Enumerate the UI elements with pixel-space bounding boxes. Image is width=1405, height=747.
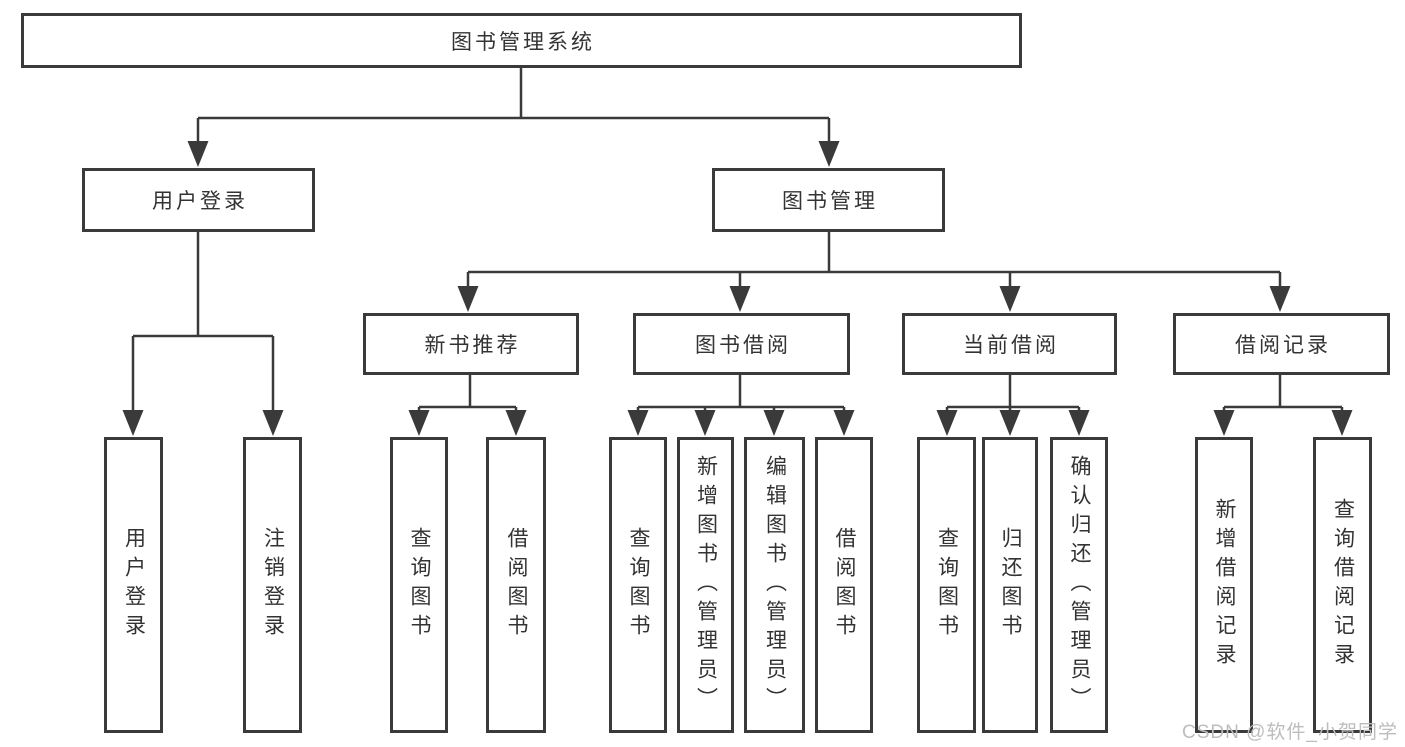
arrowheads [122,141,1353,436]
leaf-label: 查询图书 [935,527,959,643]
leaf-user-login: 用户登录 [104,437,163,733]
leaf-query-book-current: 查询图书 [917,437,976,733]
node-label: 图书借阅 [695,334,791,357]
node-label: 当前借阅 [963,334,1059,357]
node-book-borrow: 图书借阅 [633,313,850,375]
leaf-label: 借阅图书 [505,527,528,643]
leaf-label: 用户登录 [122,527,146,643]
node-label: 用户登录 [152,190,248,213]
leaf-label: 查询借阅记录 [1331,498,1355,672]
node-label: 新书推荐 [424,334,521,357]
leaf-logout: 注销登录 [243,437,302,733]
leaf-label: 确认归还（管理员） [1068,454,1091,716]
node-new-book-recommend: 新书推荐 [363,313,579,375]
leaf-borrow-book-recommend: 借阅图书 [486,437,546,733]
leaf-return-book: 归还图书 [982,437,1038,733]
leaf-label: 注销登录 [261,527,285,643]
node-user-login: 用户登录 [82,168,315,232]
node-label: 借阅记录 [1235,334,1331,357]
leaf-label: 新增图书（管理员） [694,454,718,716]
node-borrow-record: 借阅记录 [1173,313,1390,375]
node-current-borrow: 当前借阅 [902,313,1117,375]
leaf-label: 归还图书 [999,527,1022,643]
node-book-management: 图书管理 [712,168,945,232]
leaf-query-book-recommend: 查询图书 [390,437,448,733]
leaf-label: 新增借阅记录 [1213,498,1236,672]
leaf-edit-book-admin: 编辑图书（管理员） [744,437,805,733]
leaf-query-book-borrow: 查询图书 [609,437,667,733]
leaf-label: 编辑图书（管理员） [763,454,787,716]
leaf-borrow-book: 借阅图书 [815,437,873,733]
node-label: 图书管理系统 [451,30,595,54]
watermark-text: CSDN @软件_小贺同学 [1182,722,1398,743]
leaf-query-borrow-record: 查询借阅记录 [1313,437,1372,733]
node-label: 图书管理 [782,190,878,213]
leaf-label: 查询图书 [627,527,650,643]
leaf-label: 借阅图书 [833,527,856,643]
leaf-add-borrow-record: 新增借阅记录 [1195,437,1253,733]
leaf-label: 查询图书 [408,527,431,643]
leaf-confirm-return-admin: 确认归还（管理员） [1050,437,1108,733]
node-library-system: 图书管理系统 [21,13,1022,68]
leaf-add-book-admin: 新增图书（管理员） [677,437,734,733]
